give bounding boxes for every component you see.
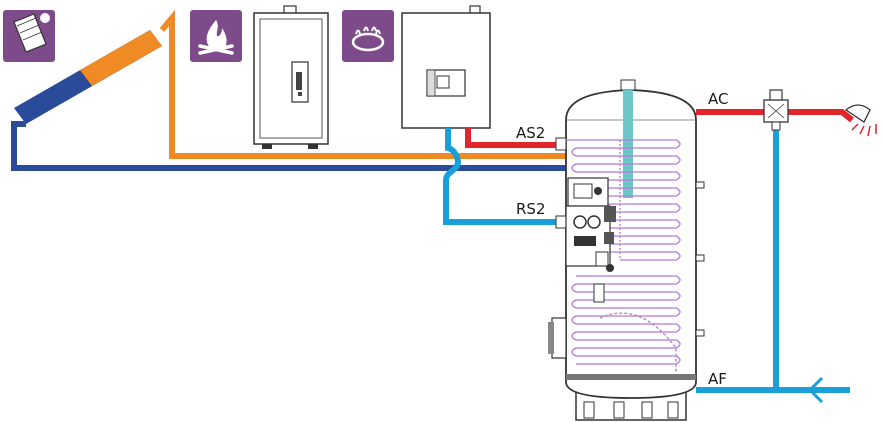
label-ac: AC: [708, 90, 728, 108]
gas-burner-icon: [342, 10, 394, 62]
as2-pipe: [465, 128, 560, 148]
gas-boiler: [401, 5, 491, 129]
wood-boiler: [253, 5, 329, 149]
label-as2: AS2: [516, 124, 545, 142]
lower-heating-coil: [571, 275, 681, 372]
wood-fire-icon: [190, 10, 242, 62]
solar-return-pipe: [11, 121, 578, 171]
solar-collector: [14, 30, 162, 124]
flow-direction-arrow: [807, 376, 824, 404]
hot-water-pipe: [696, 109, 854, 123]
mixing-valve: [763, 89, 789, 131]
label-af: AF: [708, 370, 727, 388]
rs2-pipe: [443, 128, 560, 225]
label-rs2: RS2: [516, 200, 546, 218]
shower-icon: [844, 104, 877, 137]
solar-panel-icon: [3, 10, 55, 62]
pump-station: [565, 177, 616, 303]
